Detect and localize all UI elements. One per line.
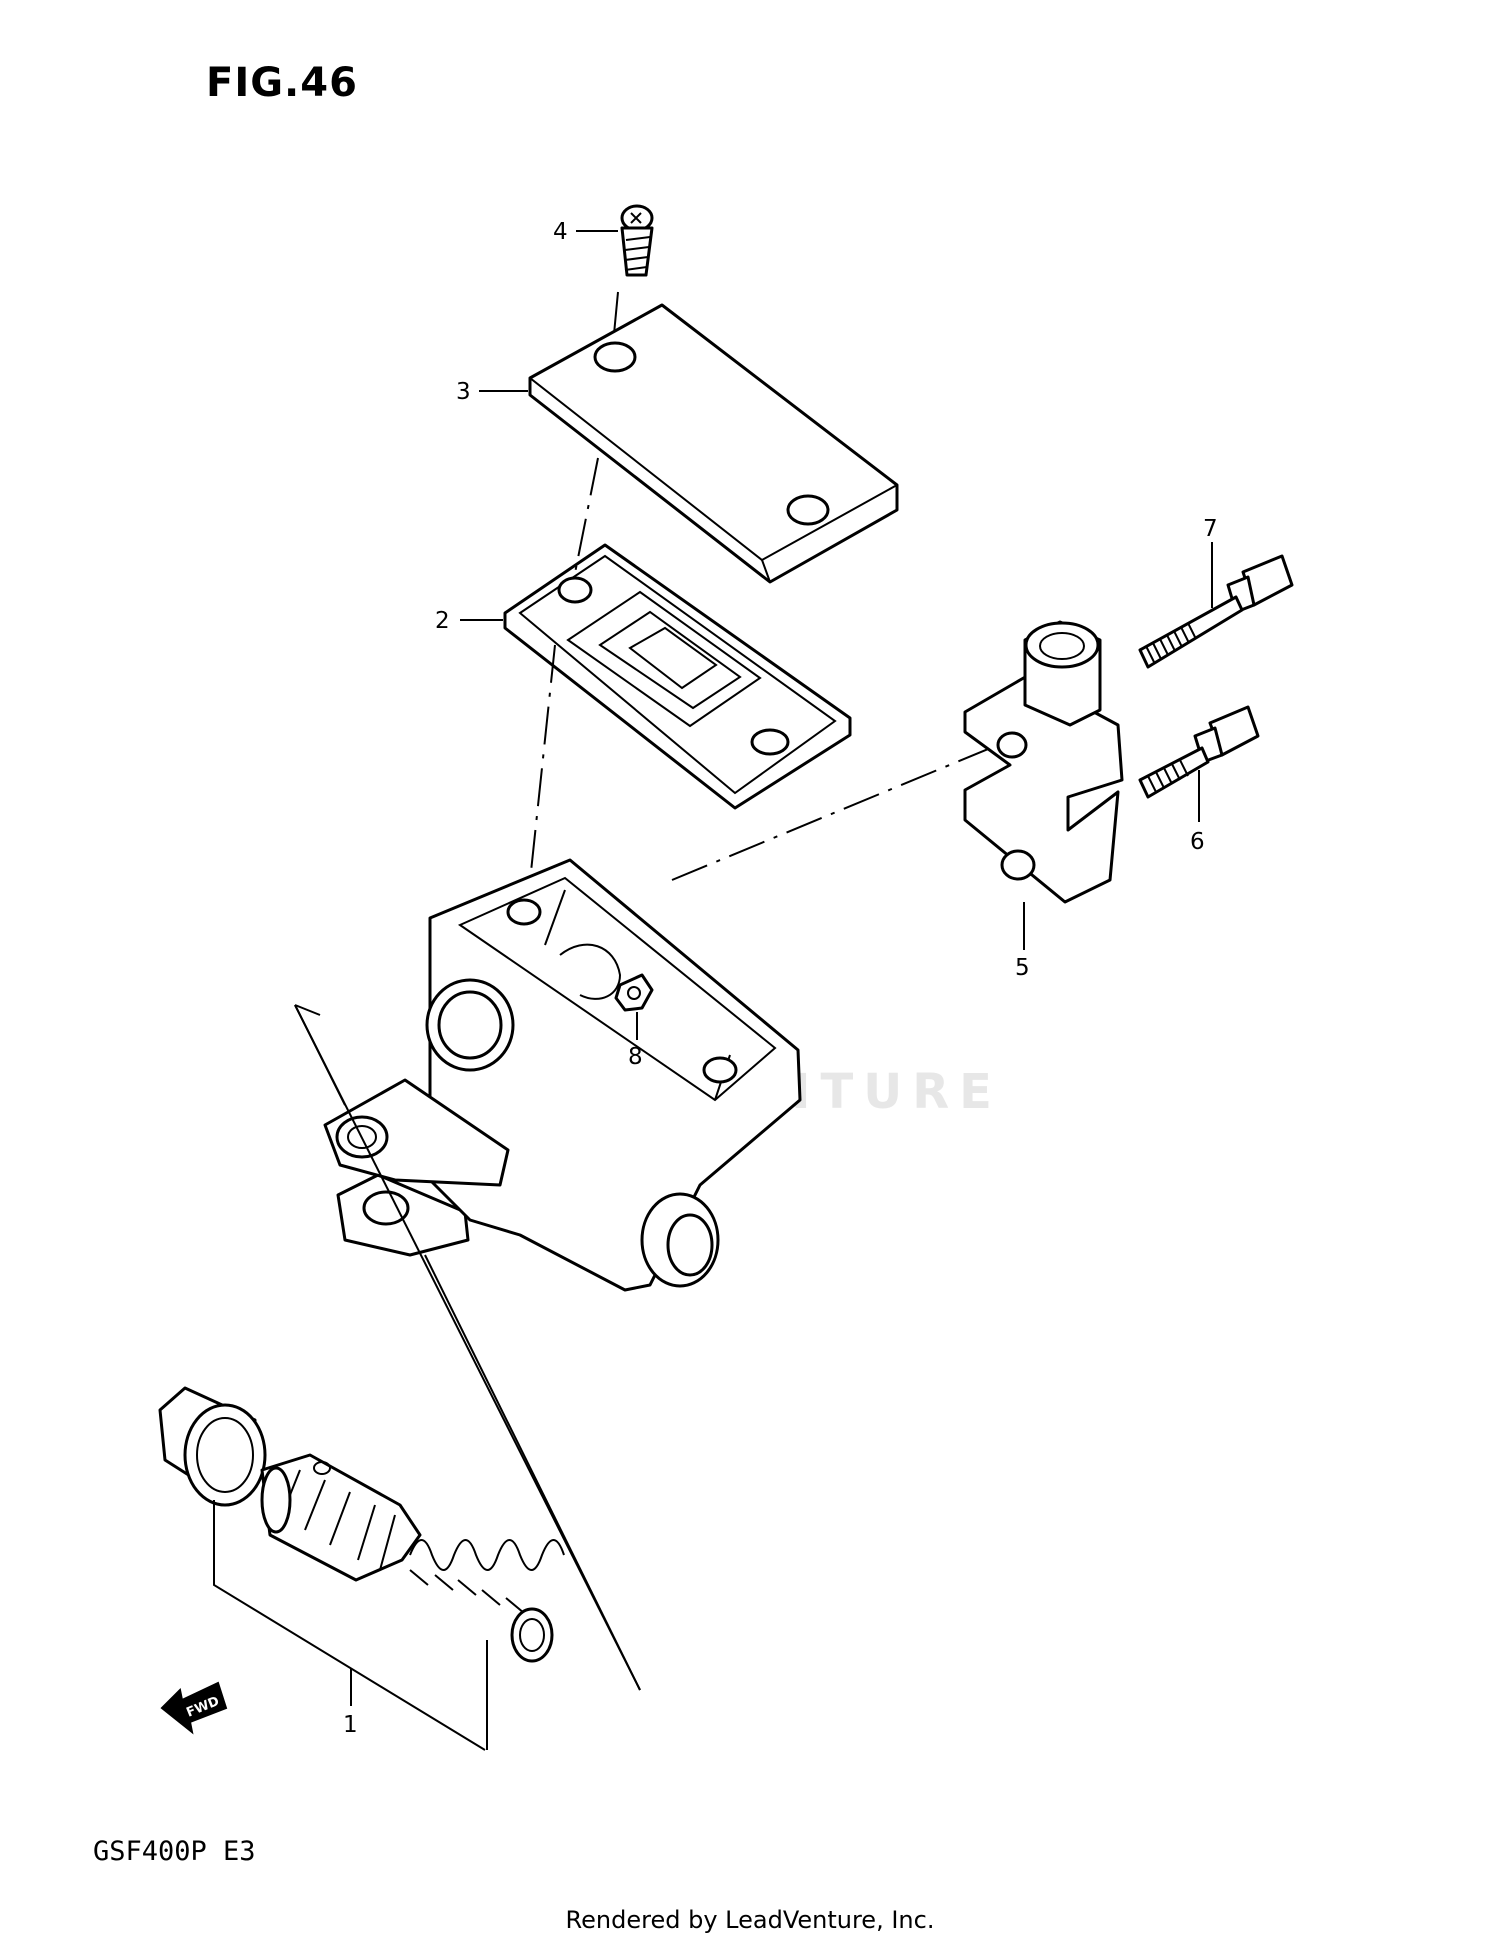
clip-part [614,973,654,1012]
fig-title: FIG.46 [206,60,358,106]
callout-1: 1 [343,1712,358,1738]
union-bolt-holder-part [963,620,1124,904]
footer-credit: Rendered by LeadVenture, Inc. [565,1906,935,1934]
callout-3: 3 [456,379,471,405]
master-cylinder-body [323,858,802,1292]
piston-kit-part [158,1386,565,1663]
callout-8: 8 [628,1044,643,1070]
reservoir-cap-part [528,303,899,584]
callout-6: 6 [1190,829,1205,855]
cap-screw-part [620,204,654,277]
short-bolt-part [1138,705,1260,799]
fwd-arrow-icon: FWD [160,1681,228,1735]
callout-4: 4 [553,219,568,245]
callout-7: 7 [1203,516,1218,542]
reservoir-diaphragm-part [503,543,852,810]
callout-2: 2 [435,608,450,634]
model-code: GSF400P E3 [93,1836,256,1867]
callout-5: 5 [1015,955,1030,981]
long-bolt-part [1138,554,1294,669]
